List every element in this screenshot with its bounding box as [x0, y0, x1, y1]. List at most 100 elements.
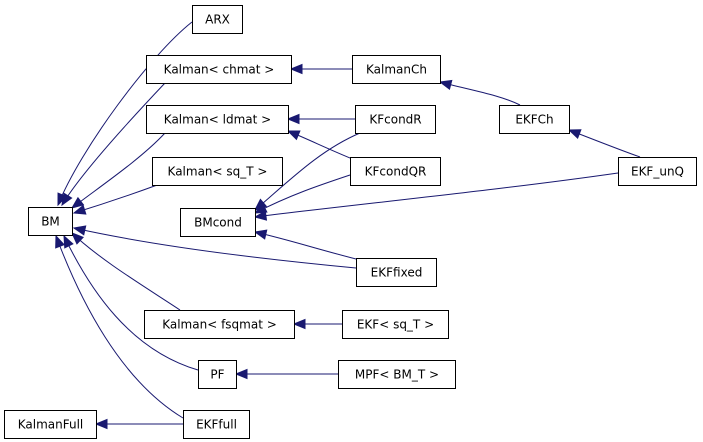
class-node-arx[interactable]: ARX: [192, 5, 243, 34]
edge-line: [71, 232, 181, 311]
edge-EKF_unQ-to-EKFCh: [567, 129, 641, 158]
class-node-pf[interactable]: PF: [198, 360, 237, 389]
node-label: BMcond: [194, 216, 242, 230]
node-label: EKF_unQ: [631, 165, 684, 179]
class-node-kalmanch[interactable]: KalmanCh: [352, 55, 441, 84]
edge-line: [71, 132, 166, 209]
node-label: Kalman< chmat >: [164, 63, 275, 77]
node-box: [146, 55, 292, 84]
arrowhead-icon: [55, 234, 65, 249]
class-node-kalmanchmat[interactable]: Kalman< chmat >: [146, 55, 292, 84]
edge-KalmanFsqmat-to-BM: [71, 232, 181, 311]
edge-line: [73, 227, 357, 269]
arrowhead-icon: [72, 225, 87, 236]
arrowhead-icon: [438, 79, 453, 90]
edge-KFcondQR-to-KalmanLdmat: [286, 130, 356, 161]
class-node-kfcondr[interactable]: KFcondR: [355, 105, 436, 134]
edge-line: [254, 231, 361, 261]
class-node-kalmanldmat[interactable]: Kalman< ldmat >: [146, 105, 289, 134]
arrowhead-icon: [253, 229, 268, 240]
edge-KalmanCh-to-KalmanChmat: [289, 63, 352, 75]
edge-KalmanSqT-to-BM: [72, 183, 161, 215]
edge-KFcondR-to-KalmanLdmat: [286, 113, 355, 125]
class-node-kalmanfull[interactable]: KalmanFull: [4, 410, 97, 439]
node-label: KalmanFull: [18, 418, 84, 432]
node-box: [338, 360, 456, 389]
edge-PF-to-BM: [63, 234, 199, 371]
node-box: [342, 310, 449, 339]
edge-line: [63, 235, 199, 371]
edges-layer: [55, 21, 641, 430]
class-node-ekfsqt[interactable]: EKF< sq_T >: [342, 310, 449, 339]
node-label: KalmanCh: [366, 63, 427, 77]
edge-KalmanLdmat-to-BM: [70, 132, 166, 209]
node-label: KFcondR: [369, 113, 421, 127]
node-box: [355, 105, 436, 134]
node-box: [499, 105, 570, 134]
node-label: KFcondQR: [365, 165, 427, 179]
node-box: [4, 410, 97, 439]
arrowhead-icon: [286, 130, 301, 141]
node-box: [152, 157, 283, 186]
arrowhead-icon: [94, 418, 108, 430]
edge-EKFfixed-to-BMcond: [253, 229, 361, 261]
node-box: [352, 55, 441, 84]
class-node-bm[interactable]: BM: [28, 207, 73, 236]
class-node-mpf[interactable]: MPF< BM_T >: [338, 360, 456, 389]
edge-line: [254, 174, 351, 214]
arrowhead-icon: [567, 129, 582, 140]
node-label: EKFfixed: [371, 266, 423, 280]
class-node-kalmansqt[interactable]: Kalman< sq_T >: [152, 157, 283, 186]
node-box: [180, 208, 256, 237]
arrowhead-icon: [286, 113, 300, 125]
edge-line: [57, 21, 193, 206]
arrowhead-icon: [292, 318, 306, 330]
edge-EKF_unQ-to-BMcond: [253, 172, 619, 221]
class-node-bmcond[interactable]: BMcond: [180, 208, 256, 237]
node-box: [28, 207, 73, 236]
class-node-ekf_unq[interactable]: EKF_unQ: [618, 157, 697, 186]
arrowhead-icon: [253, 203, 268, 214]
class-node-ekffull[interactable]: EKFfull: [183, 410, 250, 439]
class-node-kfcondqr[interactable]: KFcondQR: [350, 157, 441, 186]
node-box: [183, 410, 250, 439]
edge-line: [55, 235, 184, 419]
edge-line: [439, 81, 521, 106]
class-node-ekffixed[interactable]: EKFfixed: [356, 258, 437, 287]
node-box: [192, 5, 243, 34]
edge-line: [61, 82, 166, 206]
edge-EKFfull-to-BM: [55, 234, 184, 419]
edge-EKFCh-to-KalmanCh: [438, 79, 521, 106]
arrowhead-icon: [70, 196, 85, 209]
node-label: Kalman< sq_T >: [168, 165, 268, 179]
node-label: EKFCh: [515, 113, 553, 127]
node-label: ARX: [205, 13, 230, 27]
edge-MPF-to-PF: [234, 368, 338, 380]
node-label: PF: [210, 368, 224, 382]
arrowhead-icon: [72, 204, 87, 215]
edge-EKFfull-to-KalmanFull: [94, 418, 183, 430]
node-box: [146, 105, 289, 134]
arrowhead-icon: [63, 234, 74, 249]
class-node-kalmanfsqmat[interactable]: Kalman< fsqmat >: [144, 310, 295, 339]
edge-line: [254, 132, 361, 211]
edge-KalmanChmat-to-BM: [61, 82, 166, 207]
node-box: [356, 258, 437, 287]
edge-line: [254, 172, 619, 218]
edge-line: [73, 183, 161, 214]
class-node-ekfch[interactable]: EKFCh: [499, 105, 570, 134]
arrowhead-icon: [71, 232, 84, 245]
arrowhead-icon: [253, 210, 268, 221]
node-label: Kalman< fsqmat >: [162, 318, 277, 332]
node-box: [350, 157, 441, 186]
node-box: [144, 310, 295, 339]
node-box: [618, 157, 697, 186]
node-box: [198, 360, 237, 389]
node-label: Kalman< ldmat >: [164, 113, 271, 127]
node-label: BM: [41, 215, 60, 229]
arrowhead-icon: [61, 192, 73, 207]
edge-EKFSqT-to-KalmanFsqmat: [292, 318, 342, 330]
node-label: EKF< sq_T >: [357, 318, 434, 332]
